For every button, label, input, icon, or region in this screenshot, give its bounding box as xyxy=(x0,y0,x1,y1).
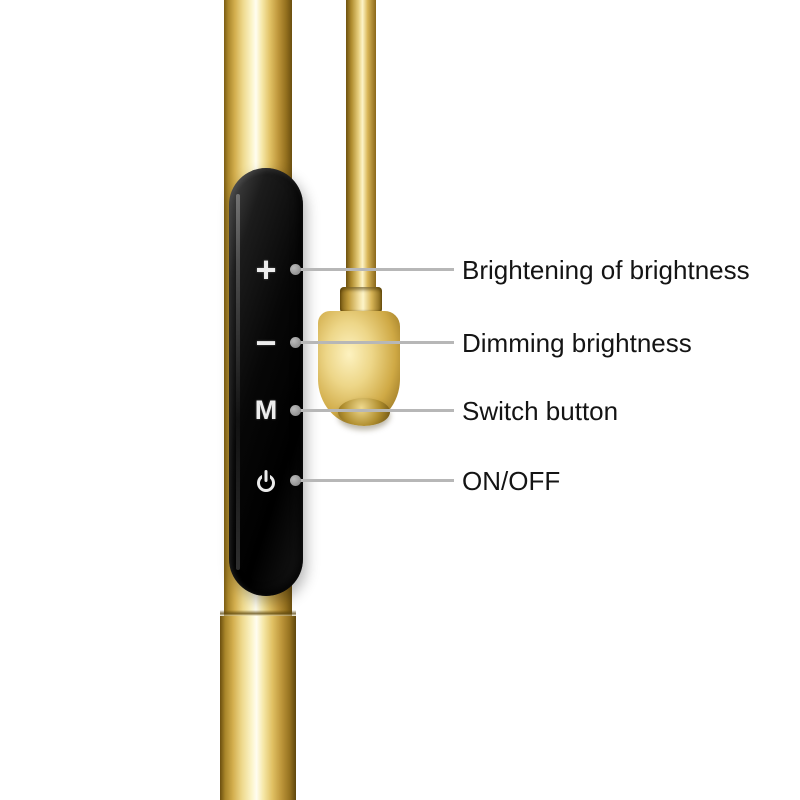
callout-dot-onoff xyxy=(290,475,301,486)
pole-seam xyxy=(220,610,296,616)
callout-line-switch xyxy=(296,409,454,412)
pole-joint-end-face xyxy=(338,398,390,426)
callout-dot-brightening xyxy=(290,264,301,275)
power-icon xyxy=(255,470,277,492)
callout-dot-dimming xyxy=(290,337,301,348)
power-icon-stem xyxy=(264,470,268,482)
panel-gloss-highlight xyxy=(236,194,240,570)
lamp-pole-lower-segment xyxy=(220,616,296,800)
touch-control-panel: + − M xyxy=(229,168,303,596)
callout-dot-switch xyxy=(290,405,301,416)
callout-line-onoff xyxy=(296,479,454,482)
mode-switch-button: M xyxy=(254,395,278,425)
callout-label-onoff: ON/OFF xyxy=(462,466,561,496)
lamp-pole-secondary xyxy=(346,0,376,292)
brightness-up-button: + xyxy=(255,249,277,290)
callout-label-brightening: Brightening of brightness xyxy=(462,255,750,285)
callout-label-switch: Switch button xyxy=(462,396,619,426)
callout-line-dimming xyxy=(296,341,454,344)
pole-collar xyxy=(340,287,382,313)
callout-label-dimming: Dimming brightness xyxy=(462,328,692,358)
callout-line-brightening xyxy=(296,268,454,271)
brightness-down-button: − xyxy=(255,322,277,363)
